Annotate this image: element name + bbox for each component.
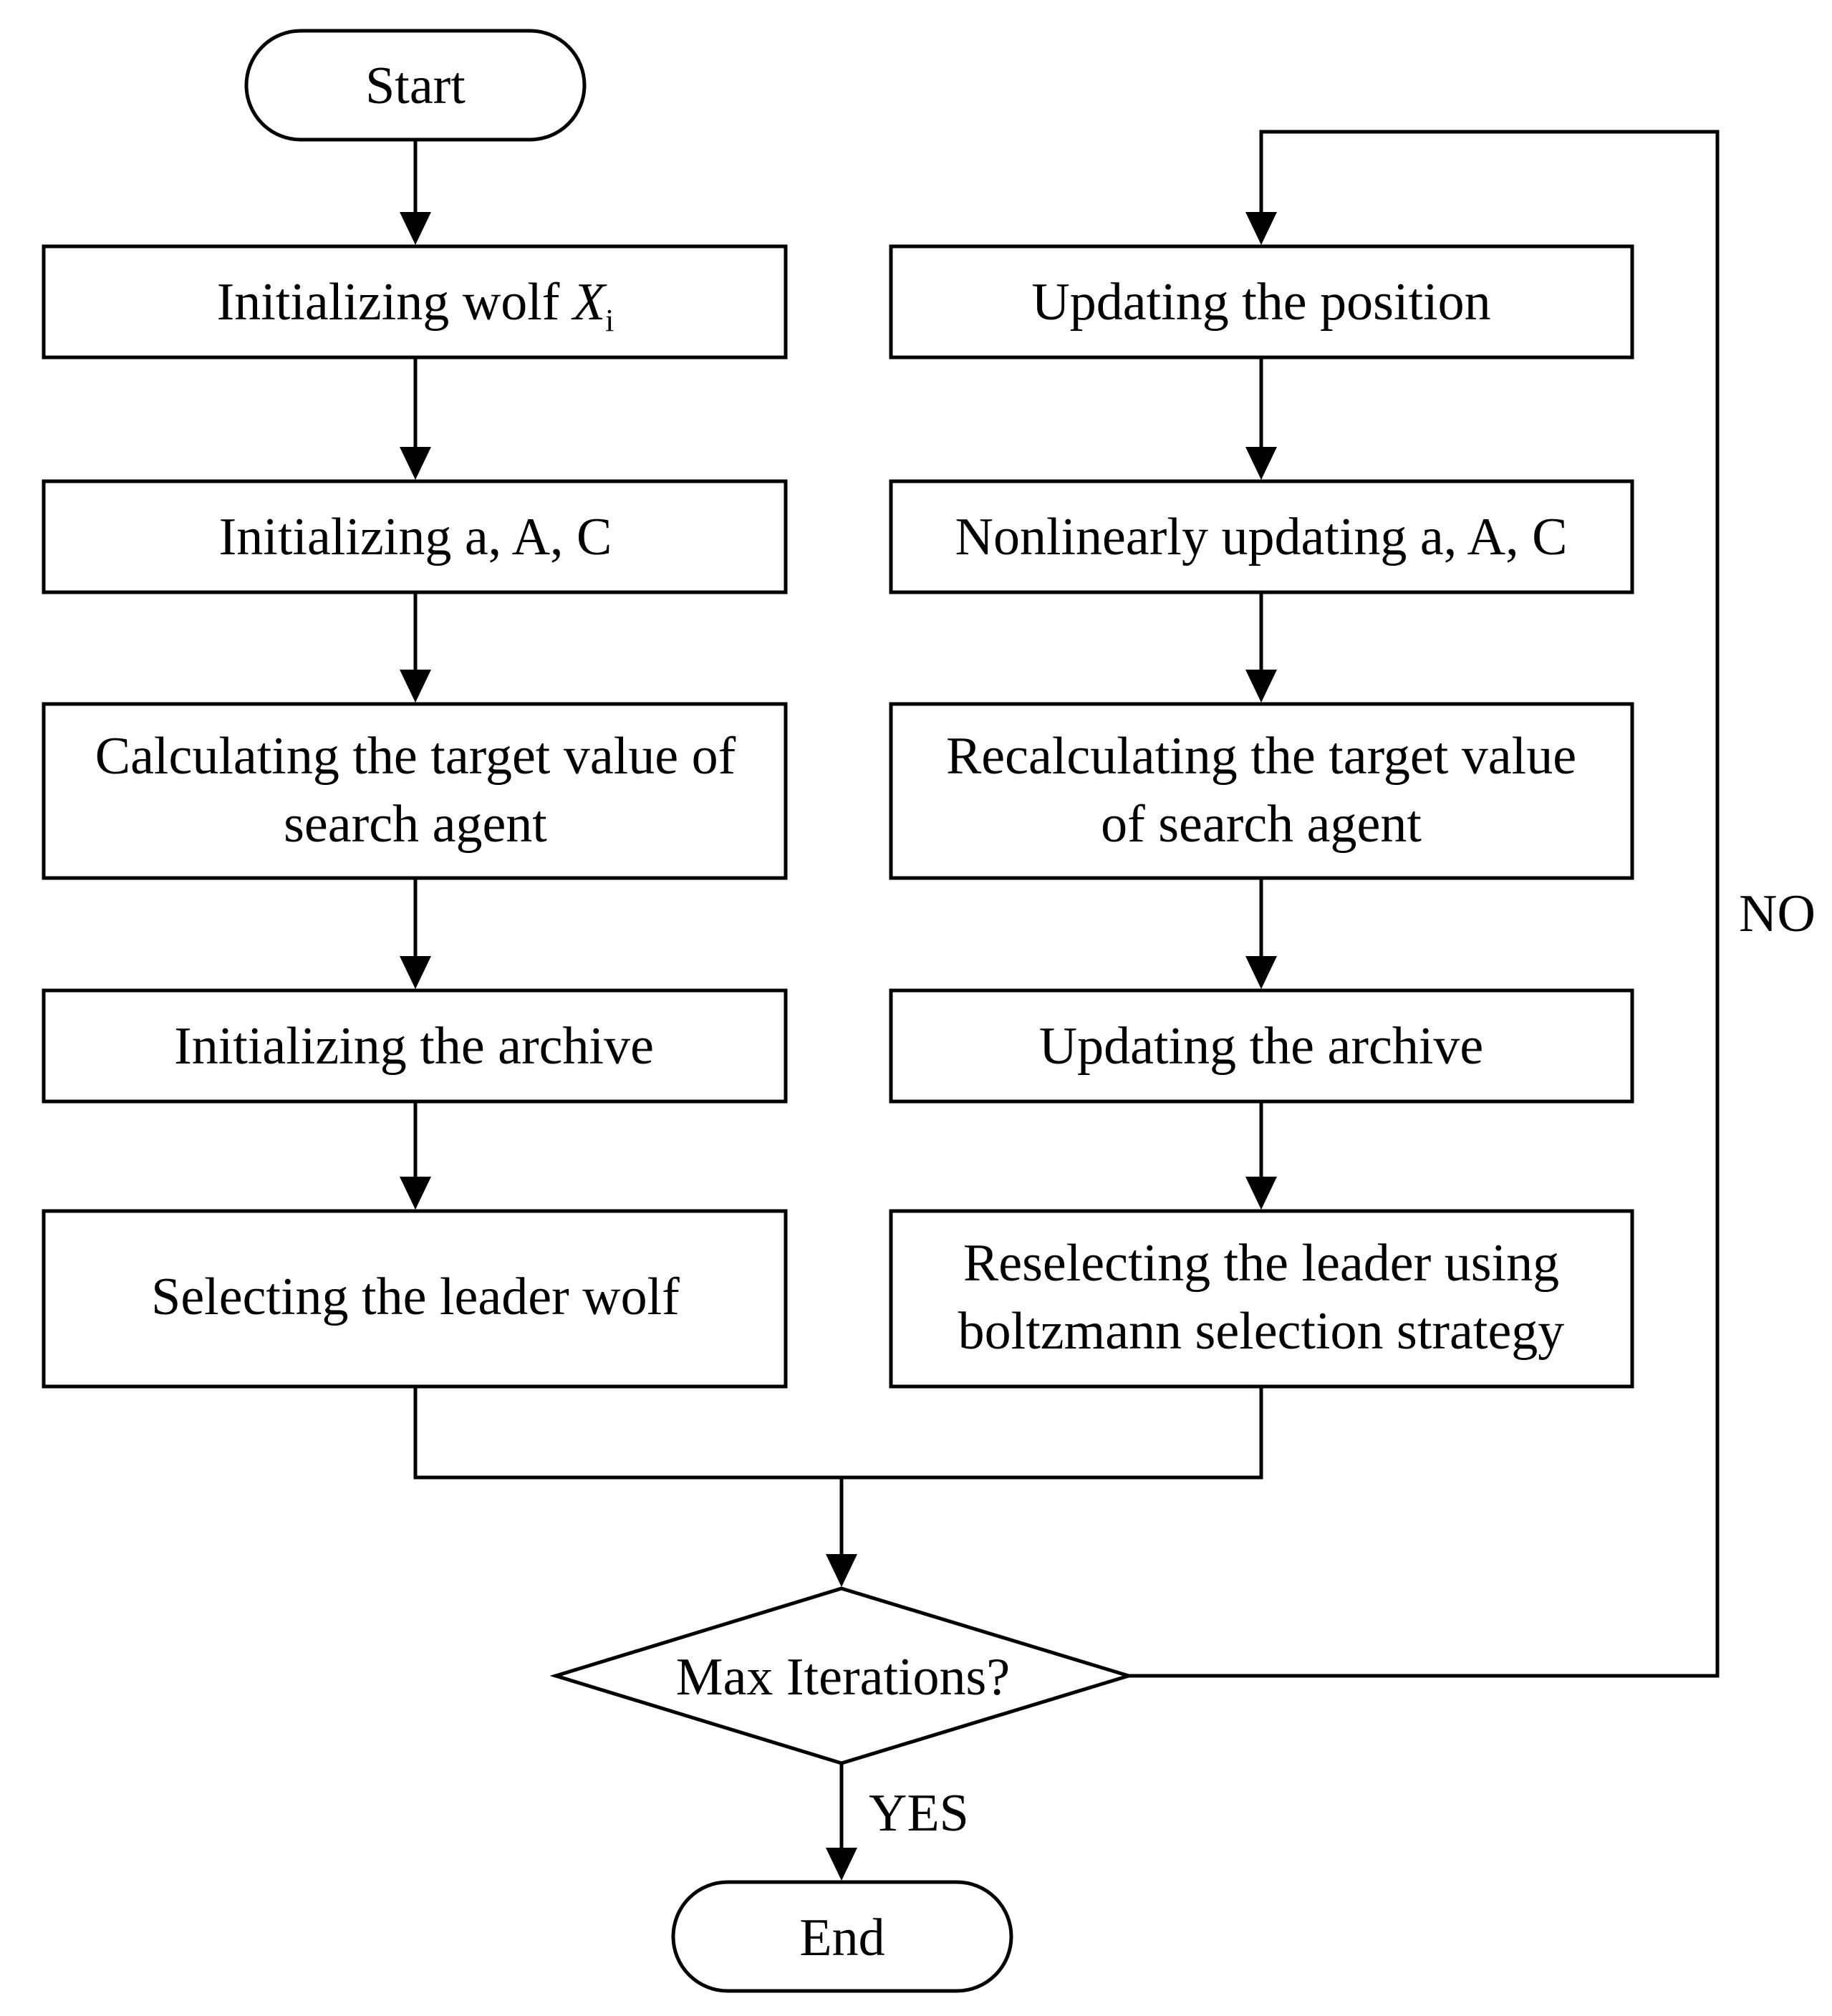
no-path: NO — [1129, 130, 1816, 1678]
connectors-merge — [413, 1386, 1263, 1587]
arrowhead-init-archive — [400, 956, 431, 989]
arrowhead-init-wolf — [400, 212, 431, 245]
recalc-target-line1: Recalculating the target value — [946, 727, 1576, 786]
update-position-label: Updating the position — [1031, 273, 1490, 332]
start-node: Start — [244, 29, 587, 142]
end-node: End — [671, 1880, 1013, 1993]
arrowhead-update-params — [1245, 447, 1277, 480]
yes-label: YES — [869, 1784, 969, 1843]
init-archive-box: Initializing the archive — [42, 988, 788, 1104]
decision-label: Max Iterations? — [676, 1648, 1010, 1707]
connectors-right — [1245, 357, 1277, 1210]
calc-target-line2: search agent — [284, 795, 547, 854]
init-wolf-sub: i — [605, 303, 614, 338]
calc-target-line1: Calculating the target value of — [95, 727, 736, 786]
init-wolf-box: Initializing wolf Xi — [42, 244, 788, 360]
arrowhead-reselect-leader — [1245, 1177, 1277, 1210]
update-archive-box: Updating the archive — [889, 988, 1634, 1104]
init-params-box: Initializing a, A, C — [42, 479, 788, 594]
update-params-label: Nonlinearly updating a, A, C — [955, 508, 1568, 566]
arrowhead-calc-target — [400, 670, 431, 703]
reselect-leader-line2: boltzmann selection strategy — [958, 1302, 1565, 1361]
reselect-leader-line1: Reselecting the leader using — [963, 1234, 1559, 1293]
end-label: End — [799, 1909, 884, 1967]
init-archive-label: Initializing the archive — [174, 1017, 654, 1076]
update-position-box: Updating the position — [889, 244, 1634, 360]
no-loop-line — [1129, 130, 1720, 1678]
no-label: NO — [1739, 884, 1816, 943]
recalc-target-box: Recalculating the target value of search… — [889, 702, 1634, 880]
merge-line — [413, 1386, 1263, 1480]
update-params-box: Nonlinearly updating a, A, C — [889, 479, 1634, 594]
arrowhead-update-position — [1245, 212, 1277, 245]
select-leader-label: Selecting the leader wolf — [151, 1268, 680, 1326]
arrowhead-select-leader — [400, 1177, 431, 1210]
connectors-left — [400, 140, 431, 1210]
select-leader-box: Selecting the leader wolf — [42, 1209, 788, 1389]
arrowhead-update-archive — [1245, 956, 1277, 989]
update-archive-label: Updating the archive — [1039, 1017, 1484, 1076]
arrowhead-recalc-target — [1245, 670, 1277, 703]
reselect-leader-box: Reselecting the leader using boltzmann s… — [889, 1209, 1634, 1389]
arrowhead-decision — [826, 1554, 857, 1587]
recalc-target-line2: of search agent — [1101, 795, 1422, 854]
yes-path: YES — [826, 1763, 969, 1881]
calc-target-box: Calculating the target value of search a… — [42, 702, 788, 880]
init-params-label: Initializing a, A, C — [219, 508, 612, 566]
start-label: Start — [365, 57, 466, 115]
init-wolf-var: X — [571, 273, 607, 332]
init-wolf-text: Initializing wolf Xi — [217, 273, 614, 338]
decision-node: Max Iterations? — [549, 1586, 1135, 1765]
init-wolf-label: Initializing wolf — [217, 273, 573, 332]
arrowhead-end — [826, 1848, 857, 1881]
arrowhead-init-params — [400, 447, 431, 480]
